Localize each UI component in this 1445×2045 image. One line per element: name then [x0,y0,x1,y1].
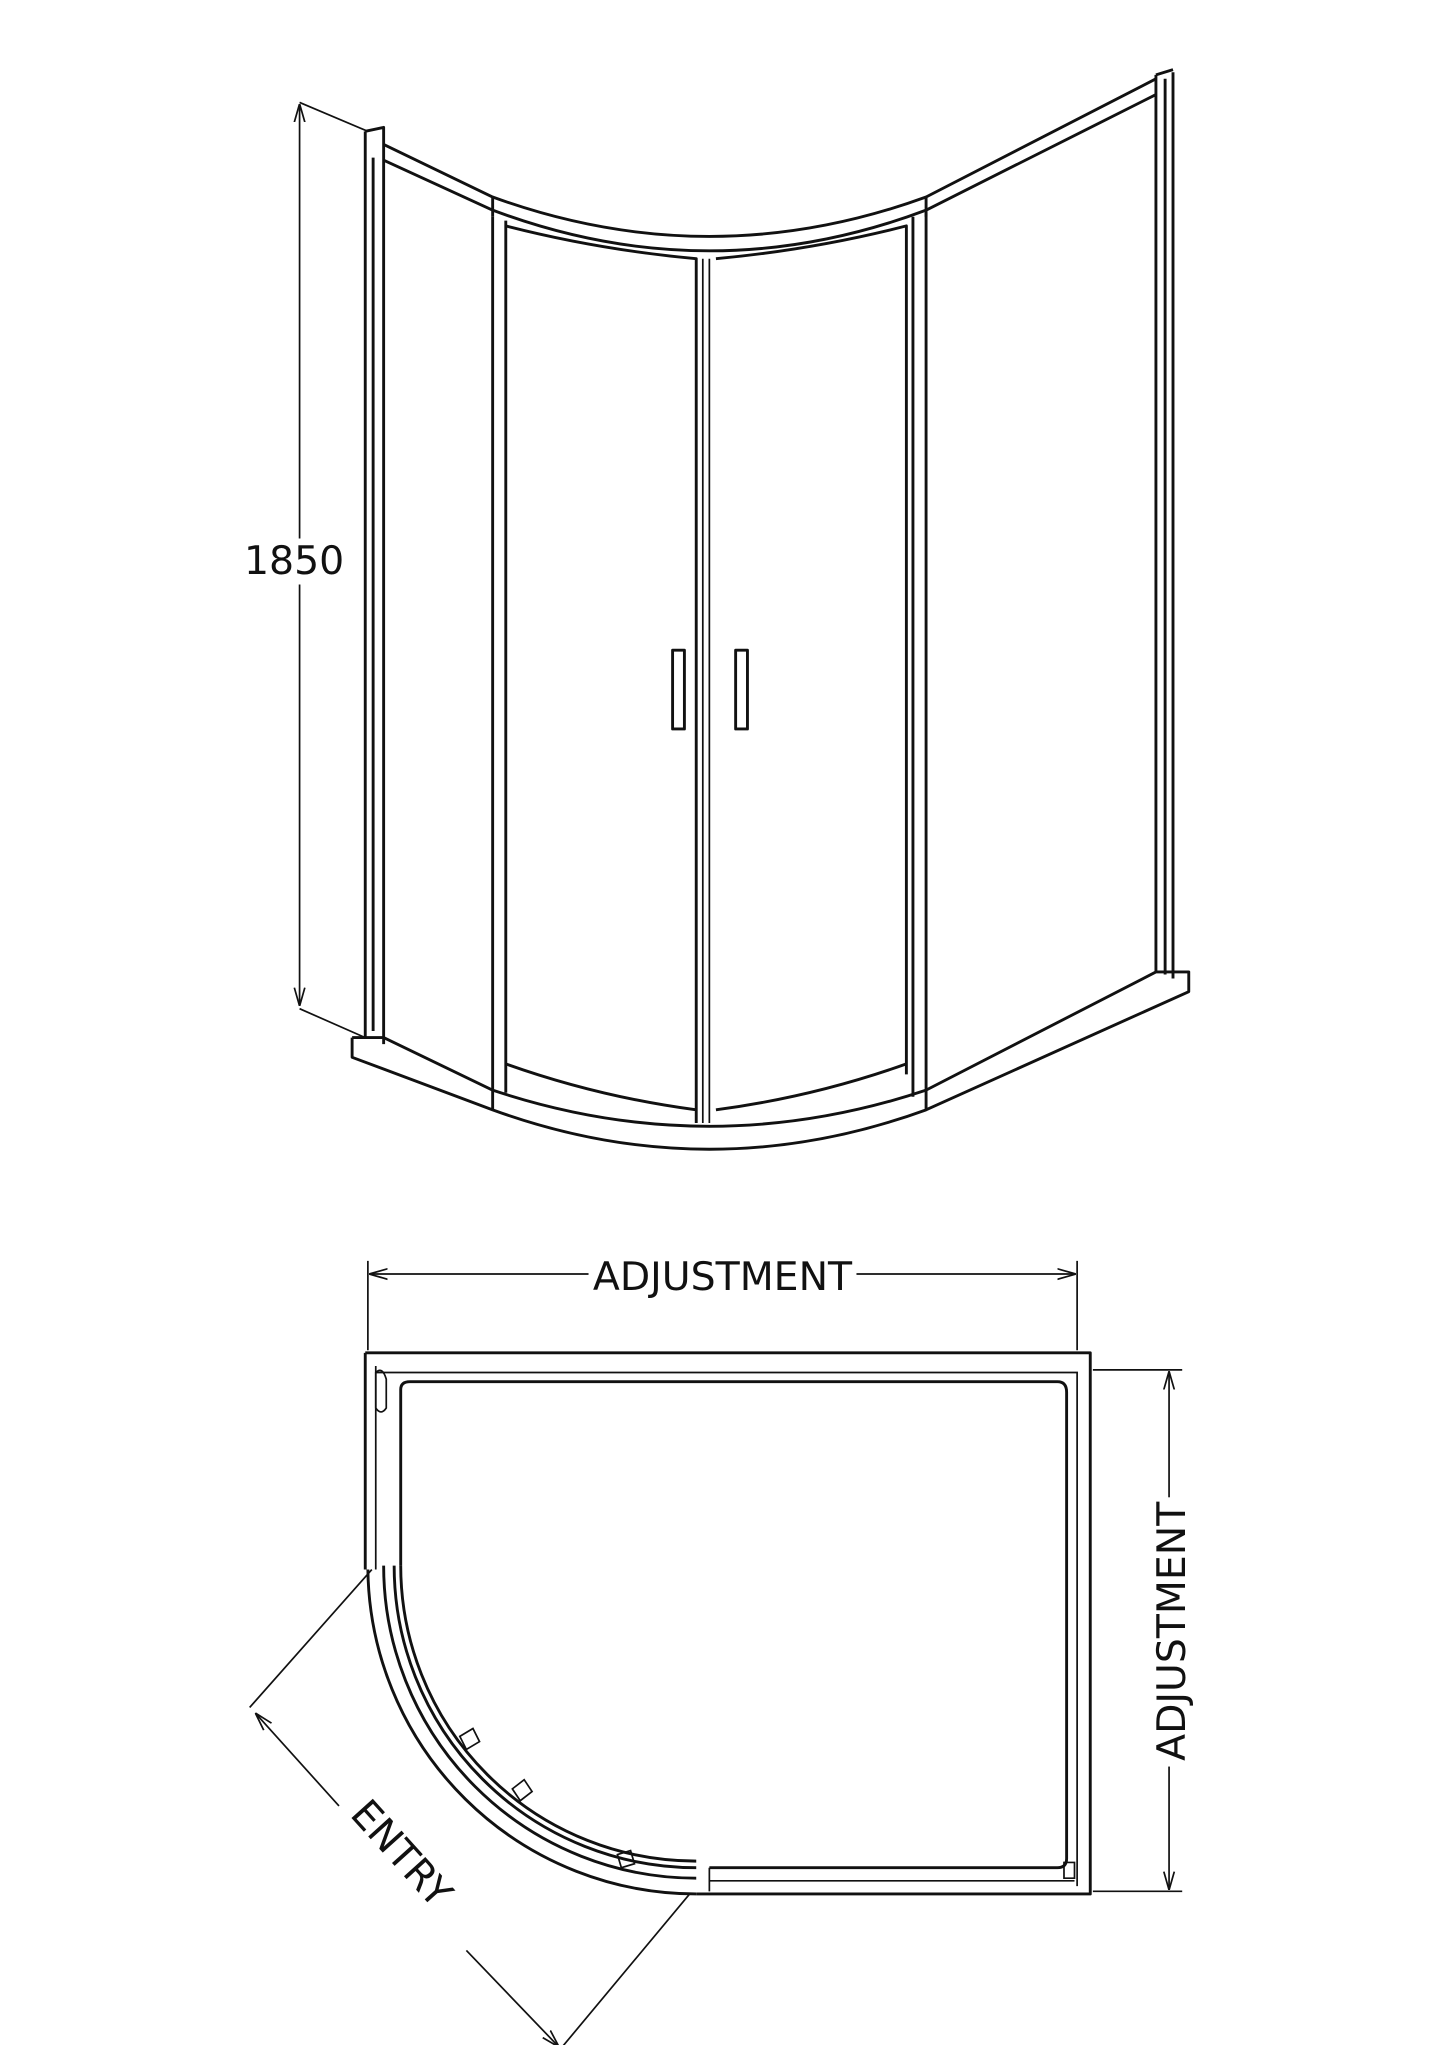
height-extension-lines [299,101,369,1039]
right-fixed-panel [911,212,928,1097]
entry-dimension-line [256,1714,340,1807]
plan-view: ADJUSTMENT ADJUSTMENT ENTRY [249,1254,1195,2045]
right-door-handle[interactable] [734,648,749,731]
left-wall-post [363,125,386,1045]
left-door [505,224,698,1123]
depth-label: ADJUSTMENT [1149,1501,1195,1761]
front-elevation: 1850 [244,68,1191,1151]
right-door [715,224,908,1112]
height-label: 1850 [244,538,344,584]
left-fixed-panel [491,216,508,1093]
entry-label: ENTRY [341,1791,461,1917]
top-rail [383,77,1157,253]
width-label: ADJUSTMENT [593,1254,853,1300]
tray-outline [363,1351,1092,1896]
right-wall-post [1154,68,1175,979]
left-door-handle[interactable] [671,648,686,731]
shower-tray [350,970,1191,1151]
curved-doors [366,1565,697,1896]
